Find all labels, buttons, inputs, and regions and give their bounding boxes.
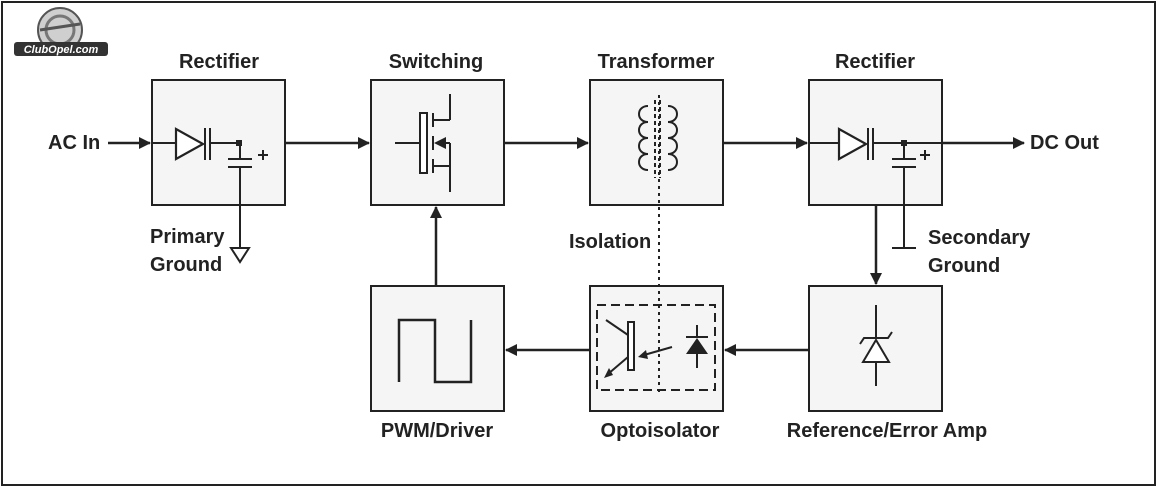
clubopel-logo: ClubOpel.com bbox=[14, 7, 108, 56]
input-rectifier-title: Rectifier bbox=[179, 51, 259, 73]
diode-capacitor-symbol-input bbox=[152, 127, 268, 175]
isolation-label: Isolation bbox=[569, 231, 651, 253]
primary-ground-label-line2: Ground bbox=[150, 254, 222, 276]
pwm-driver-title: PWM/Driver bbox=[381, 420, 493, 442]
zener-diode-icon bbox=[859, 305, 893, 386]
led-icon bbox=[686, 325, 708, 368]
switching-title: Switching bbox=[389, 51, 483, 73]
mosfet-switch-icon bbox=[395, 94, 451, 192]
secondary-ground-icon bbox=[892, 175, 916, 249]
optoisolator-package-outline bbox=[596, 304, 716, 391]
dc-out-label: DC Out bbox=[1030, 132, 1099, 154]
output-rectifier-title: Rectifier bbox=[835, 51, 915, 73]
reference-error-amp-title: Reference/Error Amp bbox=[787, 420, 987, 442]
logo-text: ClubOpel.com bbox=[24, 44, 99, 56]
transformer-title: Transformer bbox=[598, 51, 715, 73]
pwm-square-wave-icon bbox=[397, 318, 473, 384]
transformer-block bbox=[589, 79, 724, 206]
phototransistor-icon bbox=[604, 319, 635, 378]
optoisolator-title: Optoisolator bbox=[601, 420, 720, 442]
pwm-driver-block bbox=[370, 285, 505, 412]
secondary-ground-label-line2: Ground bbox=[928, 255, 1000, 277]
secondary-ground-label-line1: Secondary bbox=[928, 227, 1031, 249]
light-arrow-icon bbox=[638, 346, 673, 359]
primary-ground-icon bbox=[229, 175, 251, 264]
ac-in-label: AC In bbox=[48, 132, 100, 154]
primary-ground-label-line1: Primary bbox=[150, 226, 225, 248]
diode-capacitor-symbol-output bbox=[809, 127, 942, 175]
